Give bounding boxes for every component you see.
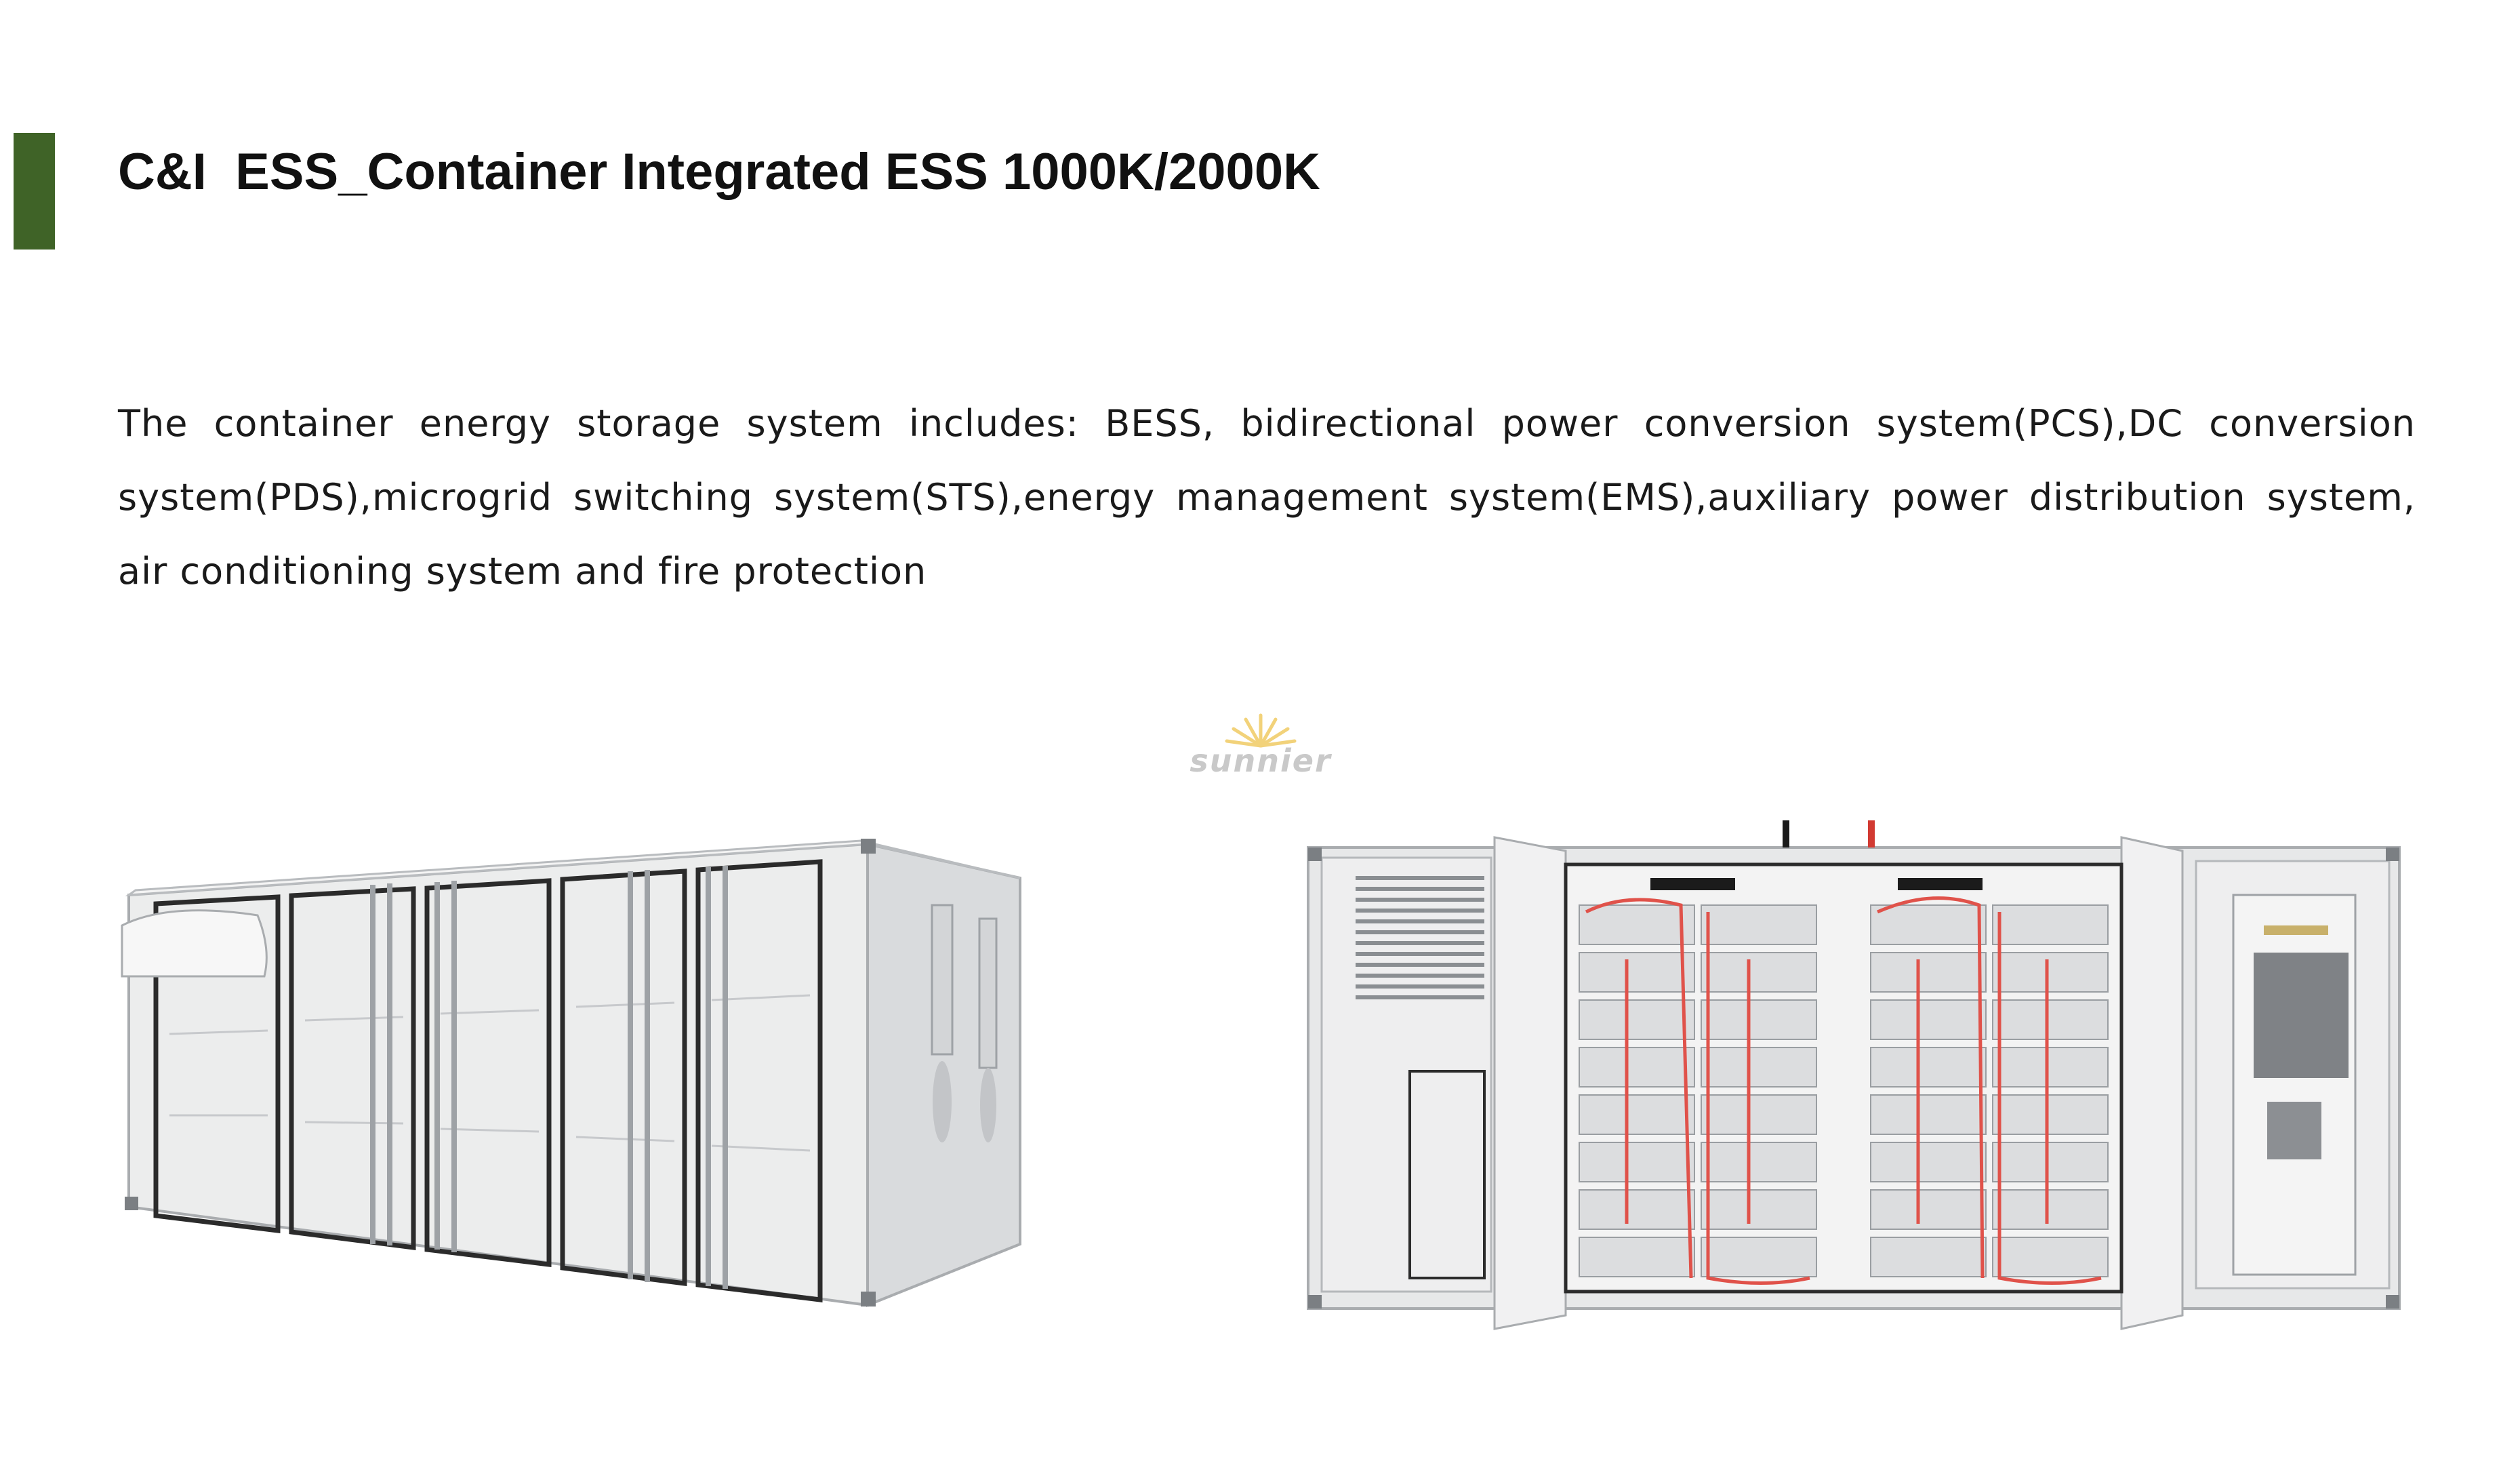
- sun-rays-icon: [1225, 713, 1297, 748]
- watermark-brand: sunnier: [1190, 742, 1332, 779]
- open-container-illustration: [1301, 810, 2406, 1332]
- title-accent-bar: [14, 133, 55, 250]
- watermark-logo: sunnier: [1173, 709, 1349, 779]
- description-text: The container energy storage system incl…: [118, 402, 2416, 593]
- closed-container-illustration: [115, 831, 1023, 1309]
- page-title: C&I ESS_Container Integrated ESS 1000K/2…: [118, 143, 1320, 201]
